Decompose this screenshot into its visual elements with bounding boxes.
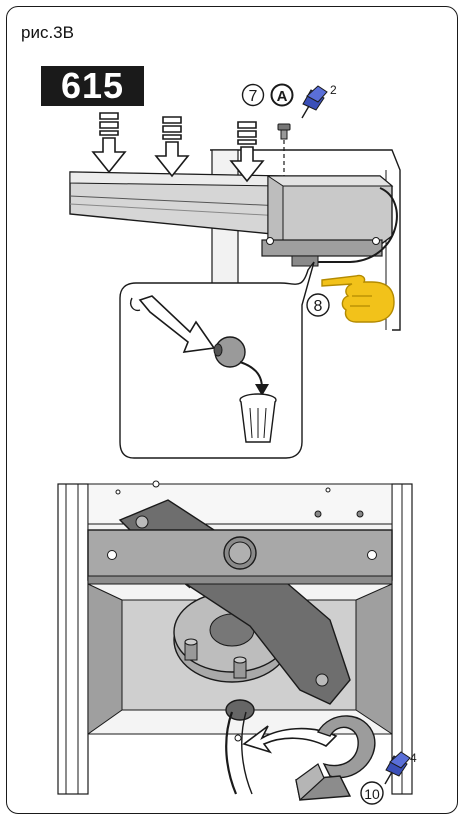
push-pin-icon [384, 751, 411, 785]
step-8-callout: 8 [306, 293, 330, 317]
figure-label: рис.3В [21, 23, 74, 42]
svg-text:10: 10 [364, 786, 380, 802]
push-arrow [91, 112, 127, 174]
svg-text:7: 7 [249, 88, 258, 105]
push-arrow [229, 121, 265, 183]
step-7-callout: 7 [241, 83, 265, 107]
trash-bin-icon [239, 393, 277, 443]
magnified-inset [119, 261, 315, 459]
pointing-hand-icon [321, 274, 395, 323]
pin-count-top: 2 [330, 83, 337, 97]
svg-text:A: A [277, 88, 288, 105]
svg-text:8: 8 [314, 298, 323, 315]
push-pin-icon [301, 85, 328, 119]
pin-count-bottom: 4 [410, 751, 417, 765]
step-10-callout: 10 [360, 781, 384, 805]
product-code-badge: 615 [41, 66, 144, 106]
cable-clip [295, 715, 376, 802]
letter-a-callout: A [270, 83, 294, 107]
screw-icon [277, 123, 291, 176]
top-scene: 7 A 2 8 [69, 83, 401, 459]
push-arrow [154, 116, 190, 178]
bottom-scene: 10 4 [57, 480, 417, 805]
